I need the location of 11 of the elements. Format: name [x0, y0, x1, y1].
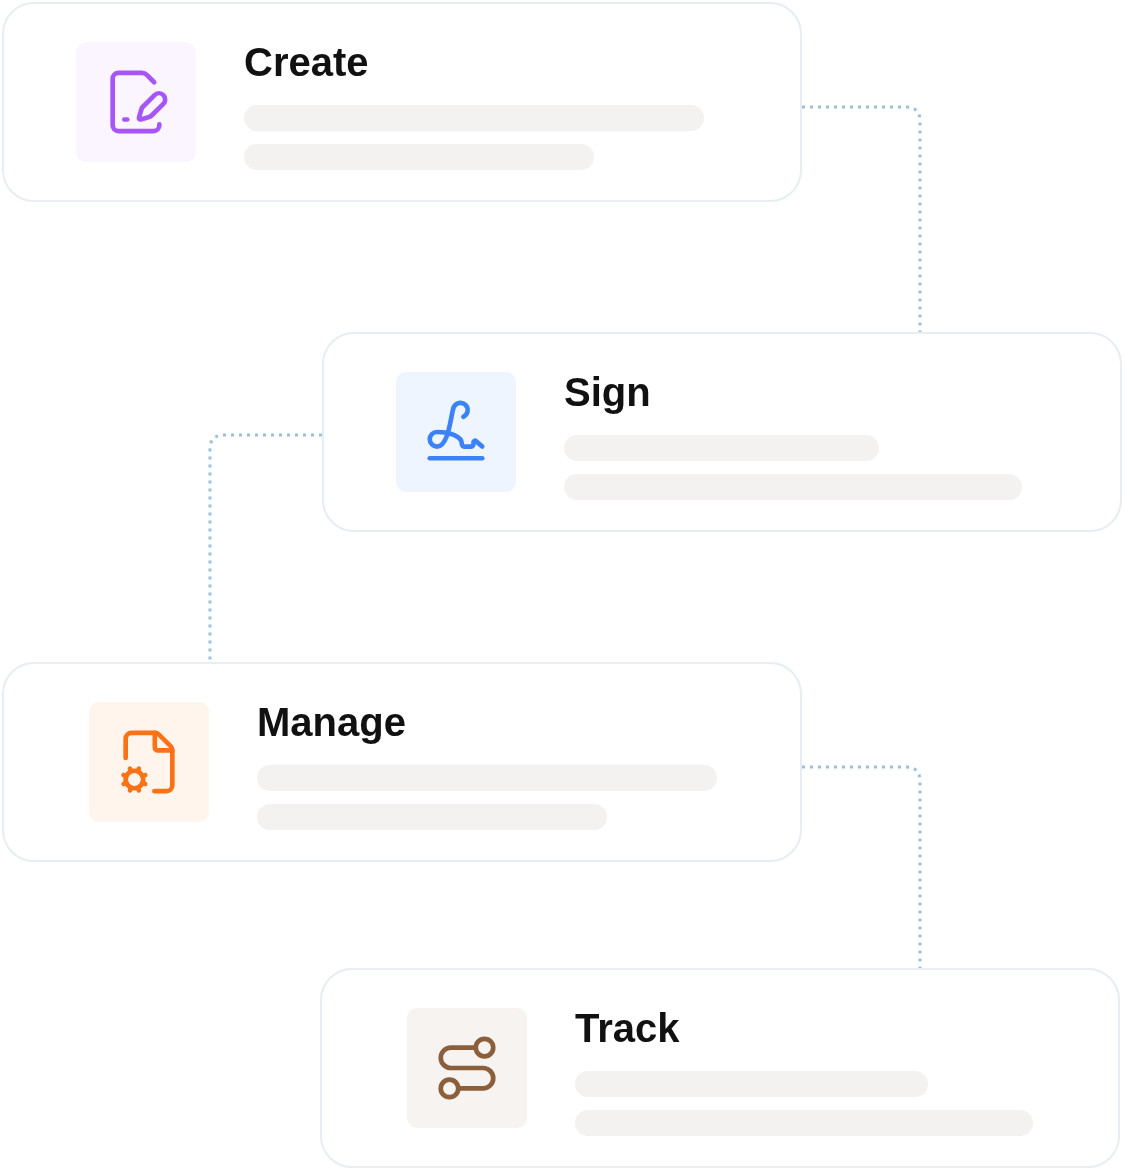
- step-title: Sign: [564, 370, 651, 415]
- step-title: Manage: [257, 700, 406, 745]
- step-title: Track: [575, 1006, 680, 1051]
- step-card: [2, 2, 802, 202]
- step-card: [320, 968, 1120, 1168]
- step-card: [322, 332, 1122, 532]
- dotted-connector: [802, 105, 922, 332]
- step-card: [2, 662, 802, 862]
- dotted-connector: [208, 433, 322, 662]
- dotted-connector: [802, 765, 922, 968]
- step-title: Create: [244, 40, 369, 85]
